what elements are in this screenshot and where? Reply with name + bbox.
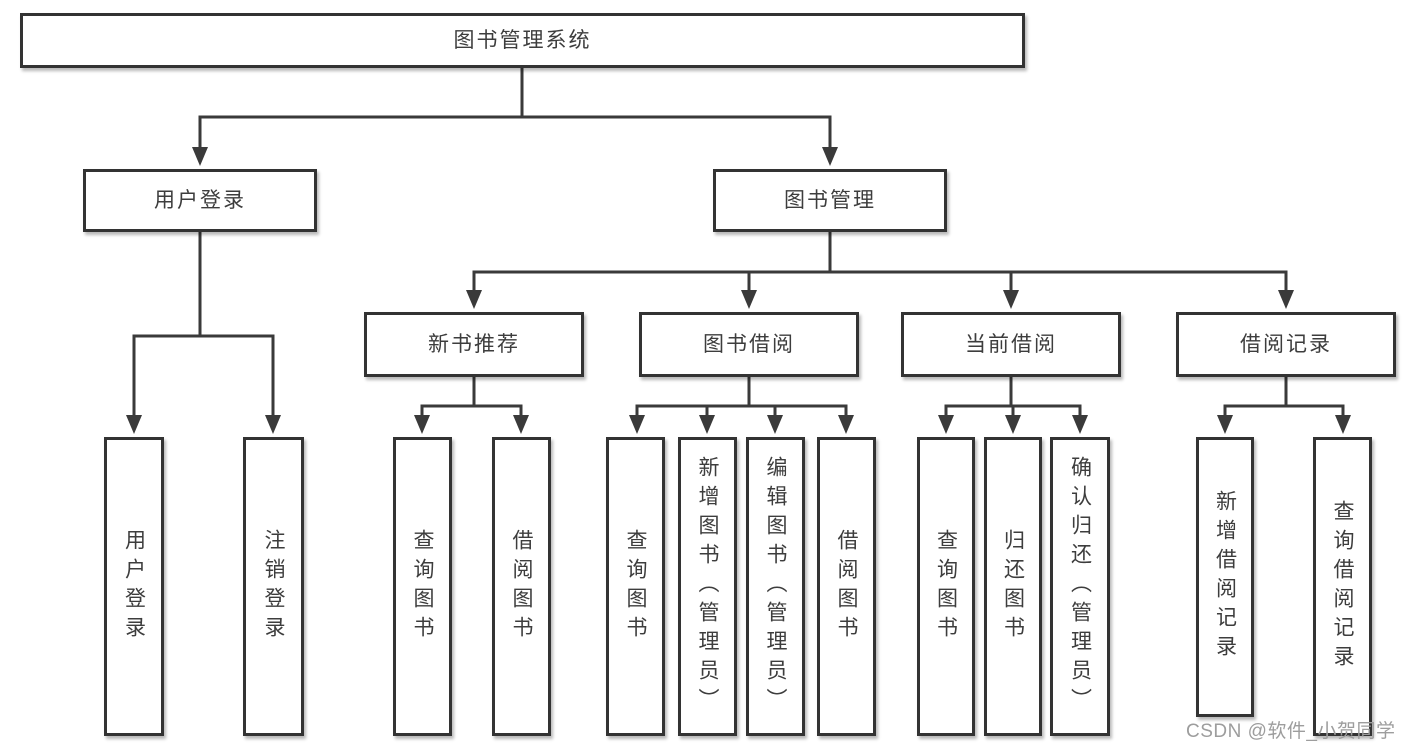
node-root-label: 图书管理系统 [453,29,592,52]
leaf-records-add-record-label: 新增借阅记录 [1213,490,1237,664]
node-book-management: 图书管理 [713,169,947,232]
leaf-records-query-record: 查询借阅记录 [1313,437,1372,736]
node-book-borrowing: 图书借阅 [639,312,859,377]
node-book-borrowing-label: 图书借阅 [703,333,795,356]
csdn-watermark: CSDN @软件_小贺同学 [1186,721,1396,742]
leaf-borrow-borrow-book: 借阅图书 [817,437,876,736]
leaf-borrow-query-book-label: 查询图书 [624,528,647,645]
leaf-user-login-label: 用户登录 [122,528,146,645]
leaf-current-query-book: 查询图书 [917,437,975,736]
leaf-newbook-borrow-book-label: 借阅图书 [510,528,533,645]
leaf-user-login: 用户登录 [104,437,164,736]
leaf-borrow-query-book: 查询图书 [606,437,665,736]
node-current-borrowing-label: 当前借阅 [965,333,1057,356]
node-borrowing-records-label: 借阅记录 [1240,333,1332,356]
leaf-current-return-book: 归还图书 [984,437,1042,736]
node-new-book-recommendation: 新书推荐 [364,312,584,377]
leaf-records-add-record: 新增借阅记录 [1196,437,1254,717]
leaf-logout: 注销登录 [243,437,304,736]
node-book-management-label: 图书管理 [784,189,876,212]
leaf-newbook-query-book: 查询图书 [393,437,452,736]
leaf-borrow-borrow-book-label: 借阅图书 [835,528,858,645]
leaf-records-query-record-label: 查询借阅记录 [1331,499,1354,674]
node-user-login: 用户登录 [83,169,317,232]
leaf-borrow-add-book-admin-label: 新增图书（管理员） [696,456,719,717]
leaf-current-confirm-return-admin: 确认归还（管理员） [1050,437,1110,736]
node-borrowing-records: 借阅记录 [1176,312,1396,377]
leaf-borrow-edit-book-admin: 编辑图书（管理员） [746,437,805,736]
leaf-newbook-borrow-book: 借阅图书 [492,437,551,736]
node-new-book-recommendation-label: 新书推荐 [428,333,520,356]
node-user-login-label: 用户登录 [154,189,246,212]
node-root: 图书管理系统 [20,13,1025,68]
leaf-newbook-query-book-label: 查询图书 [411,528,434,645]
node-current-borrowing: 当前借阅 [901,312,1121,377]
leaf-borrow-edit-book-admin-label: 编辑图书（管理员） [764,456,787,717]
leaf-current-confirm-return-admin-label: 确认归还（管理员） [1068,456,1092,717]
leaf-current-return-book-label: 归还图书 [1001,528,1025,645]
leaf-current-query-book-label: 查询图书 [934,528,958,645]
leaf-borrow-add-book-admin: 新增图书（管理员） [678,437,737,736]
leaf-logout-label: 注销登录 [262,528,285,645]
